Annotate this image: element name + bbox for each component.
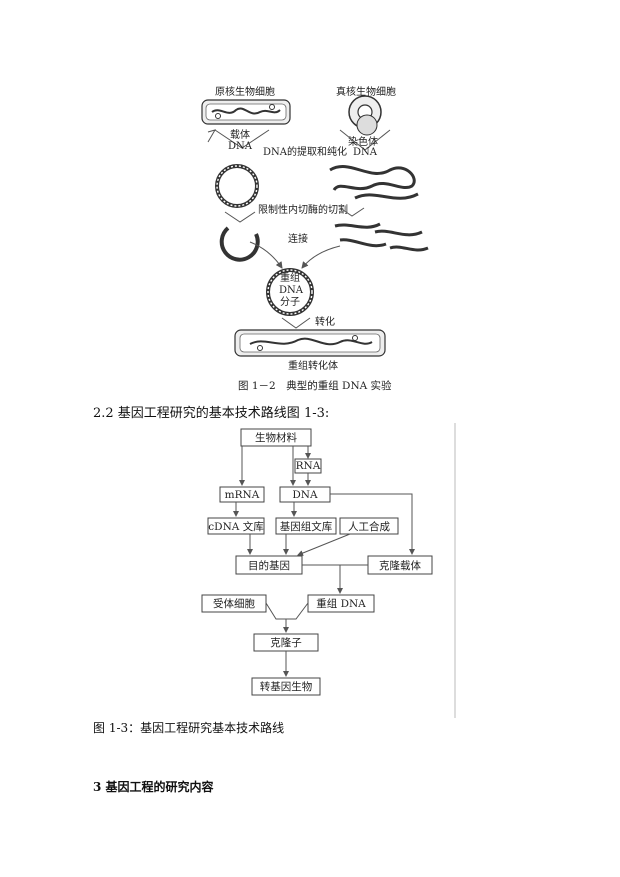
node-cdna-library bbox=[207, 517, 265, 535]
ligate-arrow-right bbox=[301, 245, 341, 269]
node-cdna-library-label: cDNA 文库 bbox=[208, 520, 263, 533]
node-material-label: 生物材料 bbox=[255, 431, 297, 444]
figure-1-2-caption: 图 1－2 典型的重组 DNA 实验 bbox=[238, 379, 392, 392]
node-synthesis bbox=[339, 517, 399, 535]
label-recomb-1: 重组 bbox=[280, 271, 300, 284]
cut-plasmid bbox=[219, 226, 260, 262]
ligate-arrow-left bbox=[249, 241, 283, 269]
node-material bbox=[240, 428, 312, 447]
node-synthesis-label: 人工合成 bbox=[348, 520, 390, 533]
label-vector-dna: DNA bbox=[228, 141, 253, 152]
dna-fragment bbox=[374, 229, 423, 237]
cut-arrow bbox=[224, 211, 256, 223]
node-clone-label: 克隆子 bbox=[270, 636, 302, 649]
node-cloning-vector-label: 克隆载体 bbox=[379, 559, 421, 572]
label-chrom-dna: DNA bbox=[353, 147, 378, 158]
label-recomb-2: DNA bbox=[279, 285, 304, 296]
node-mrna-label: mRNA bbox=[225, 489, 260, 501]
label-extract: DNA的提取和纯化 bbox=[263, 145, 347, 158]
line-join-clone bbox=[265, 602, 309, 620]
figure-1-2: 原核生物细胞 真核生物细胞 载体 DNA DNA的提取和纯化 染色体 DNA 限… bbox=[190, 82, 440, 397]
node-mrna bbox=[219, 486, 265, 503]
transform-arrow bbox=[281, 317, 311, 329]
label-recomb-3: 分子 bbox=[280, 296, 300, 308]
node-target-gene-label: 目的基因 bbox=[248, 559, 290, 572]
node-rna-label: RNA bbox=[296, 460, 321, 472]
gene-engineering-flowchart: 生物材料 RNA mRNA DNA cDNA 文库 基因组文库 人工合成 目的基… bbox=[201, 423, 456, 718]
dna-fragment bbox=[334, 222, 381, 229]
node-genomic-library bbox=[275, 517, 337, 535]
chromosome-blob bbox=[356, 114, 378, 136]
funnel-arrow-right bbox=[339, 129, 391, 151]
node-recombinant-dna-label: 重组 DNA bbox=[316, 597, 366, 610]
arrow-dna-vector bbox=[330, 493, 415, 555]
recombinant-dna-diagram: 原核生物细胞 真核生物细胞 载体 DNA DNA的提取和纯化 染色体 DNA 限… bbox=[201, 85, 429, 392]
section-2-2-heading: 2.2 基因工程研究的基本技术路线图 1-3: bbox=[93, 406, 330, 421]
label-chromosome: 染色体 bbox=[348, 135, 378, 148]
label-transform: 转化 bbox=[315, 315, 335, 328]
funnel-arrow-left bbox=[214, 129, 270, 149]
label-transformant: 重组转化体 bbox=[288, 359, 338, 372]
node-recipient-cell-label: 受体细胞 bbox=[213, 597, 255, 610]
figure-1-3: 生物材料 RNA mRNA DNA cDNA 文库 基因组文库 人工合成 目的基… bbox=[190, 423, 460, 718]
bacterial-chromosome bbox=[211, 107, 281, 115]
label-cut: 限制性内切酶的切割 bbox=[258, 203, 348, 216]
node-transgenic bbox=[251, 677, 321, 696]
label-vector: 载体 bbox=[230, 129, 250, 141]
node-transgenic-label: 转基因生物 bbox=[260, 680, 313, 693]
section-3-heading: 3 基因工程的研究内容 bbox=[93, 780, 214, 794]
figure-1-3-caption: 图 1-3：基因工程研究基本技术路线 bbox=[93, 721, 285, 735]
dna-fragment bbox=[389, 245, 429, 252]
node-genomic-library-label: 基因组文库 bbox=[280, 520, 333, 533]
node-dna-label: DNA bbox=[292, 489, 318, 501]
label-eukaryote: 真核生物细胞 bbox=[336, 85, 396, 98]
label-ligate: 连接 bbox=[288, 232, 308, 245]
dna-fragment bbox=[339, 238, 387, 248]
arrow-synthesis-target bbox=[297, 533, 351, 556]
label-prokaryote: 原核生物细胞 bbox=[215, 85, 275, 98]
genomic-dna bbox=[329, 165, 416, 192]
